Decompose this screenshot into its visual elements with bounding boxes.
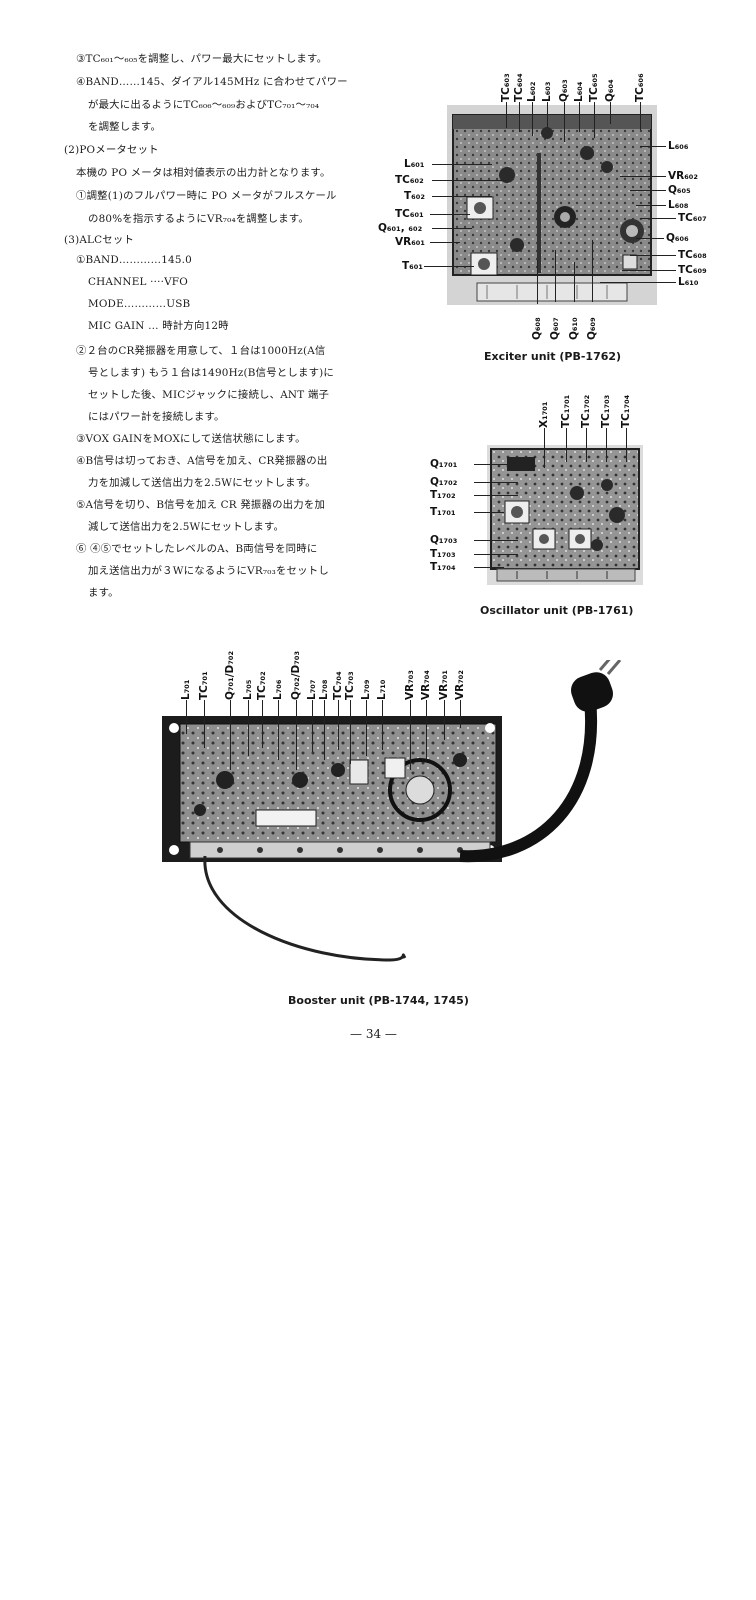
text-line: ①調整(1)のフルパワー時に PO メータがフルスケール [76,190,337,202]
text-line: 号とします) もう１台は1490Hz(B信号とします)に [88,367,335,379]
text-line: ③VOX GAINをMOXにして送信状態にします。 [76,433,306,445]
text-line: ②２台のCR発振器を用意して、１台は1000Hz(A信 [76,345,326,357]
exciter-label: TC₆₀₄ [513,73,525,102]
exciter-label: TC₆₀₂ [395,174,424,186]
oscillator-label: X₁₇₀₁ [538,401,550,429]
exciter-label: VR₆₀₂ [668,170,699,182]
text-line: 減して送信出力を2.5Wにセットします。 [88,521,285,533]
exciter-label: T₆₀₁ [402,260,423,272]
booster-label: L₇₀₁ [180,679,192,701]
booster-label: TC₇₀₁ [198,671,210,700]
booster-label: L₇₀₅ [242,679,254,701]
exciter-label: Q₆₁₀ [568,317,580,340]
exciter-label: TC₆₀₉ [678,264,707,276]
exciter-label: VR₆₀₁ [395,236,426,248]
booster-label: TC₇₀₃ [344,671,356,700]
text-line: 加え送信出力が３WになるようにVR₇₀₃をセットし [88,565,329,577]
exciter-label: L₆₀₄ [573,81,585,103]
exciter-label: Q₆₀₁, ₆₀₂ [378,222,423,234]
oscillator-label: TC₁₇₀₄ [620,394,632,428]
booster-label: TC₇₀₂ [256,671,268,700]
oscillator-label: TC₁₇₀₃ [600,394,612,428]
booster-label: L₇₀₆ [272,679,284,701]
oscillator-label: Q₁₇₀₃ [430,534,458,546]
text-line: 本機の PO メータは相対値表示の出力計となります。 [76,167,331,179]
section-heading: (2)POメータセット [64,144,159,156]
exciter-label: Q₆₀₆ [666,232,689,244]
text-line: CHANNEL ····VFO [88,276,188,288]
booster-unit-photo [160,660,630,980]
oscillator-caption: Oscillator unit (PB-1761) [480,604,634,617]
exciter-label: TC₆₀₆ [634,73,646,102]
exciter-label: Q₆₀₃ [558,79,570,102]
booster-label: TC₇₀₄ [332,671,344,700]
exciter-label: TC₆₀₅ [588,73,600,102]
exciter-label: T₆₀₂ [404,190,425,202]
exciter-label: L₆₀₁ [404,158,425,170]
oscillator-label: T₁₇₀₂ [430,489,456,501]
exciter-label: Q₆₀₅ [668,184,691,196]
text-line: の80%を指示するようにVR₇₀₄を調整します。 [88,213,309,225]
exciter-label: L₆₀₆ [668,140,689,152]
exciter-label: L₆₀₃ [541,81,553,103]
text-line: を調整します。 [88,121,162,133]
text-line: ④B信号は切っておき、A信号を加え、CR発振器の出 [76,455,328,467]
text-line: ⑤A信号を切り、B信号を加え CR 発振器の出力を加 [76,499,326,511]
oscillator-label: Q₁₇₀₂ [430,476,458,488]
booster-label: L₇₀₈ [318,679,330,701]
text-line: が最大に出るようにTC₆₀₆～₆₀₉およびTC₇₀₁～₇₀₄ [88,99,320,111]
text-line: ⑥ ④⑤でセットしたレベルのA、B両信号を同時に [76,543,318,555]
booster-label: L₇₀₉ [360,679,372,701]
oscillator-label: T₁₇₀₁ [430,506,456,518]
booster-label: VR₇₀₁ [438,669,450,700]
text-line: ③TC₆₀₁～₆₀₅を調整し、パワー最大にセットします。 [76,53,328,65]
text-line: 力を加減して送信出力を2.5Wにセットします。 [88,477,316,489]
oscillator-label: TC₁₇₀₁ [560,394,572,428]
oscillator-label: Q₁₇₀₁ [430,458,458,470]
text-line: ④BAND……145、ダイアル145MHz に合わせてパワー [76,76,348,88]
booster-label: VR₇₀₂ [454,669,466,700]
booster-label: VR₇₀₄ [420,669,432,700]
exciter-label: TC₆₀₈ [678,249,707,261]
booster-caption: Booster unit (PB-1744, 1745) [288,994,469,1007]
exciter-label: TC₆₀₇ [678,212,707,224]
exciter-label: Q₆₀₉ [586,317,598,340]
exciter-label: TC₆₀₃ [500,73,512,102]
oscillator-label: T₁₇₀₃ [430,548,456,560]
page-number: — 34 — [350,1027,397,1041]
oscillator-label: T₁₇₀₄ [430,561,456,573]
oscillator-unit-photo [487,445,643,585]
booster-label: L₇₀₇ [306,679,318,701]
text-line: にはパワー計を接続します。 [88,411,225,423]
booster-label: Q₇₀₂/D₇₀₃ [290,650,302,700]
text-line: ます。 [88,587,119,599]
text-line: MODE…………USB [88,298,191,310]
booster-label: L₇₁₀ [376,679,388,701]
exciter-label: TC₆₀₁ [395,208,424,220]
exciter-label: Q₆₀₈ [531,317,543,340]
exciter-label: Q₆₀₇ [549,317,561,340]
exciter-label: L₆₀₂ [526,81,538,103]
exciter-unit-photo [447,105,657,305]
exciter-label: L₆₀₈ [668,199,689,211]
section-heading: (3)ALCセット [64,234,135,246]
booster-label: VR₇₀₃ [404,669,416,700]
exciter-label: Q₆₀₄ [604,79,616,102]
text-line: MIC GAIN … 時計方向12時 [88,320,229,332]
exciter-caption: Exciter unit (PB-1762) [484,350,622,363]
booster-label: Q₇₀₁/D₇₀₂ [224,650,236,700]
text-line: セットした後、MICジャックに接続し、ANT 端子 [88,389,330,401]
exciter-label: L₆₁₀ [678,276,699,288]
text-line: ①BAND…………145.0 [76,254,192,266]
oscillator-label: TC₁₇₀₂ [580,394,592,428]
